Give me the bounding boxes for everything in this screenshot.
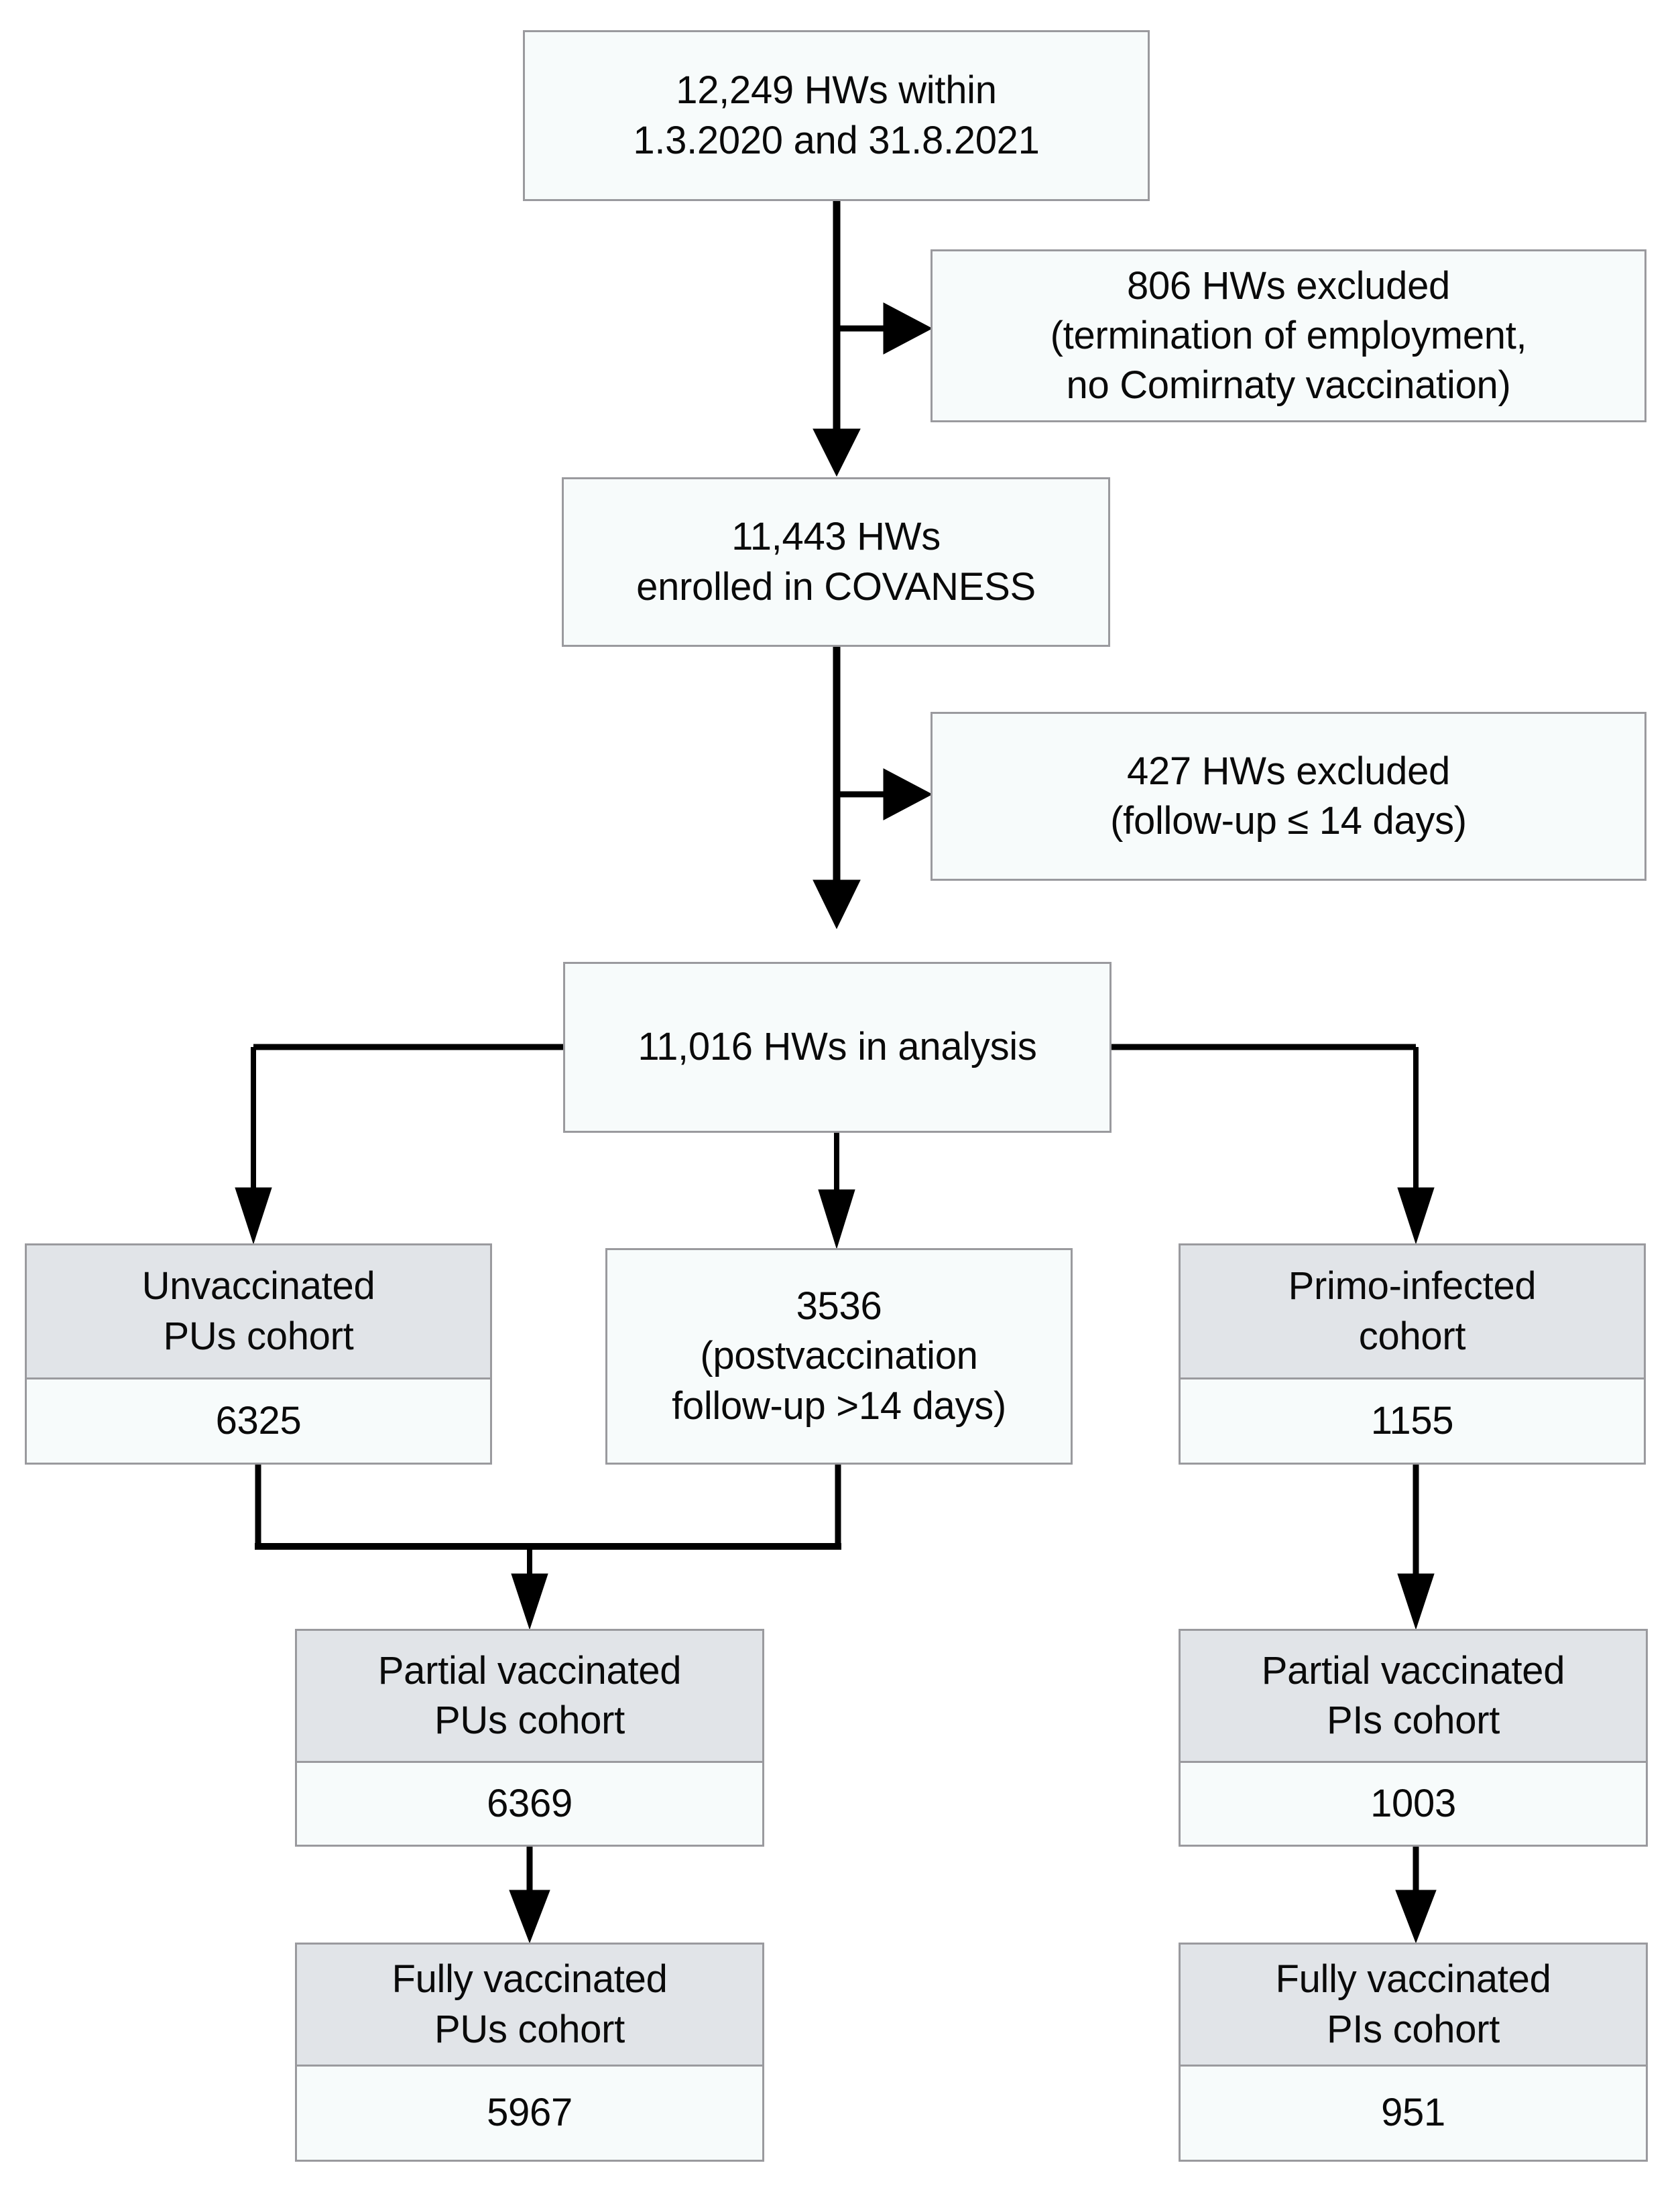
- node-postvaccination: 3536 (postvaccination follow-up >14 days): [605, 1248, 1073, 1465]
- covaness-line1: 11,443 HWs: [731, 515, 941, 559]
- node-primo-infected: Primo-infected cohort 1155: [1179, 1243, 1646, 1465]
- arrowhead-total-to-covaness: [813, 428, 861, 477]
- node-covaness: 11,443 HWs enrolled in COVANESS: [562, 477, 1110, 647]
- fully-vaccinated-pis-header-line2: PIs cohort: [1326, 2007, 1500, 2051]
- node-unvaccinated-pus-value: 6325: [215, 1398, 302, 1442]
- arrowhead-primo-to-partialpis: [1397, 1573, 1435, 1630]
- postvaccination-line2: (postvaccination: [700, 1334, 978, 1378]
- arrowhead-merge-to-partial-pus: [511, 1573, 548, 1630]
- partial-vaccinated-pis-header-line1: Partial vaccinated: [1261, 1648, 1565, 1693]
- arrowhead-covaness-to-excluded2: [883, 768, 933, 820]
- primo-infected-header-line1: Primo-infected: [1288, 1264, 1537, 1308]
- arrowhead-partialpis-to-fullypis: [1395, 1890, 1437, 1944]
- node-primo-infected-header: Primo-infected cohort: [1181, 1245, 1644, 1379]
- fully-vaccinated-pus-header-line2: PUs cohort: [434, 2007, 625, 2051]
- node-analysis: 11,016 HWs in analysis: [563, 962, 1112, 1133]
- excluded-second-line1: 427 HWs excluded: [1127, 749, 1450, 793]
- unvaccinated-pus-header-line2: PUs cohort: [163, 1314, 354, 1358]
- node-fully-vaccinated-pus-value-cell: 5967: [297, 2067, 762, 2160]
- node-excluded-second-text: 427 HWs excluded (follow-up ≤ 14 days): [1110, 747, 1467, 846]
- node-partial-vaccinated-pus-value: 6369: [487, 1781, 573, 1825]
- arrowhead-partialpus-to-fullypus: [509, 1890, 550, 1944]
- postvaccination-line1: 3536: [796, 1284, 882, 1329]
- node-postvaccination-text: 3536 (postvaccination follow-up >14 days): [672, 1282, 1006, 1431]
- node-excluded-first-text: 806 HWs excluded (termination of employme…: [1051, 261, 1527, 411]
- arrowhead-analysis-to-primo: [1397, 1187, 1435, 1245]
- node-unvaccinated-pus-value-cell: 6325: [27, 1379, 490, 1463]
- node-enrolled-total: 12,249 HWs within 1.3.2020 and 31.8.2021: [523, 30, 1150, 201]
- primo-infected-header-line2: cohort: [1358, 1314, 1466, 1358]
- node-fully-vaccinated-pis-value: 951: [1381, 2091, 1445, 2135]
- excluded-second-line2: (follow-up ≤ 14 days): [1110, 799, 1467, 843]
- node-analysis-text: 11,016 HWs in analysis: [638, 1022, 1036, 1072]
- node-partial-vaccinated-pus-value-cell: 6369: [297, 1763, 762, 1845]
- node-excluded-second: 427 HWs excluded (follow-up ≤ 14 days): [931, 712, 1646, 881]
- node-covaness-text: 11,443 HWs enrolled in COVANESS: [636, 512, 1036, 611]
- arrowhead-analysis-to-postvacc: [818, 1189, 855, 1249]
- node-primo-infected-value: 1155: [1370, 1398, 1454, 1442]
- excluded-first-line2: (termination of employment,: [1050, 313, 1527, 357]
- node-excluded-first: 806 HWs excluded (termination of employme…: [931, 249, 1646, 422]
- node-partial-vaccinated-pis-value: 1003: [1370, 1781, 1456, 1825]
- node-partial-vaccinated-pis-value-cell: 1003: [1181, 1763, 1646, 1845]
- fully-vaccinated-pis-header-line1: Fully vaccinated: [1275, 1957, 1551, 2002]
- fully-vaccinated-pus-header-line1: Fully vaccinated: [392, 1957, 668, 2002]
- node-fully-vaccinated-pus-value: 5967: [487, 2091, 573, 2135]
- unvaccinated-pus-header-line1: Unvaccinated: [141, 1264, 375, 1308]
- enrolled-total-line2: 1.3.2020 and 31.8.2021: [633, 118, 1040, 162]
- node-enrolled-total-text: 12,249 HWs within 1.3.2020 and 31.8.2021: [633, 66, 1040, 165]
- enrolled-total-line1: 12,249 HWs within: [676, 68, 997, 113]
- arrowhead-covaness-to-analysis: [813, 879, 861, 930]
- postvaccination-line3: follow-up >14 days): [672, 1384, 1006, 1428]
- node-fully-vaccinated-pis-value-cell: 951: [1181, 2067, 1646, 2160]
- partial-vaccinated-pus-header-line2: PUs cohort: [434, 1699, 625, 1742]
- excluded-first-line1: 806 HWs excluded: [1126, 263, 1450, 308]
- excluded-first-line3: no Comirnaty vaccination): [1066, 363, 1511, 408]
- covaness-line2: enrolled in COVANESS: [636, 564, 1036, 609]
- arrowhead-analysis-to-unvacc: [235, 1187, 272, 1245]
- analysis-line1: 11,016 HWs in analysis: [638, 1025, 1037, 1069]
- node-primo-infected-header-text: Primo-infected cohort: [1288, 1262, 1537, 1361]
- partial-vaccinated-pis-header-line2: PIs cohort: [1326, 1699, 1500, 1742]
- arrowhead-total-to-excluded1: [883, 302, 933, 355]
- node-primo-infected-value-cell: 1155: [1181, 1379, 1644, 1463]
- partial-vaccinated-pus-header-line1: Partial vaccinated: [377, 1648, 682, 1693]
